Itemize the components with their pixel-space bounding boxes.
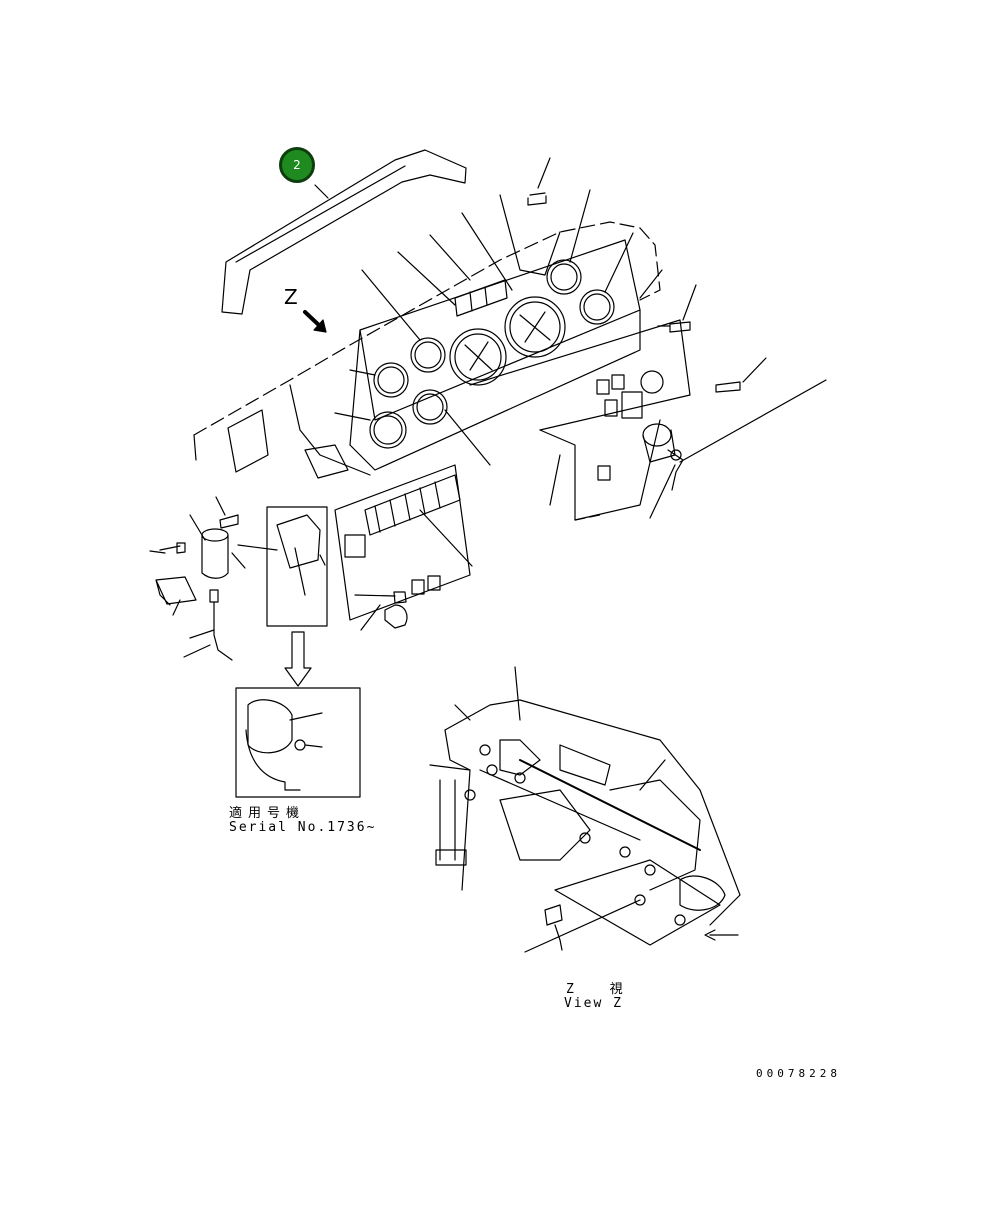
view-label-jp: Z 視 [566,982,637,997]
switch-panel [334,370,664,621]
view-z-label: Z [284,285,298,309]
key-switch[interactable] [642,423,684,491]
leader-lines [149,157,827,953]
duct-part[interactable] [221,149,467,315]
wire-harness-part[interactable] [189,589,233,661]
gauge-small-1[interactable] [410,337,446,373]
gauge-small-2[interactable] [373,362,409,398]
callout-number: 2 [293,158,301,172]
drawing-number: 00078228 [756,1067,841,1080]
detail-arrow [284,631,312,687]
gauge-small-3[interactable] [369,411,407,449]
serial-label-jp: 適用号機 [229,806,306,821]
gauge-small-6[interactable] [579,289,615,325]
warning-lamp-strip-upper[interactable] [454,279,508,317]
buzzer-detail-box [237,506,328,627]
bracket-part[interactable] [155,576,197,606]
bolt-set [159,192,741,604]
callout-2-marker[interactable]: 2 [279,147,315,183]
dashboard-panel [193,221,691,521]
gauge-small-4[interactable] [412,389,448,425]
gauge-large-right[interactable] [504,296,566,358]
relay-part[interactable] [201,528,229,579]
serial-detail-box [235,687,361,798]
view-z-arrow [303,310,327,333]
gauge-set [369,259,615,449]
gauge-large-left[interactable] [449,328,507,386]
gauge-small-5[interactable] [546,259,582,295]
flasher-unit[interactable] [384,604,408,629]
warning-lamp-strip-lower[interactable] [364,474,461,536]
rear-view-assembly [429,699,741,951]
view-label-en: View Z [564,996,623,1011]
serial-label-en: Serial No.1736~ [229,820,377,835]
